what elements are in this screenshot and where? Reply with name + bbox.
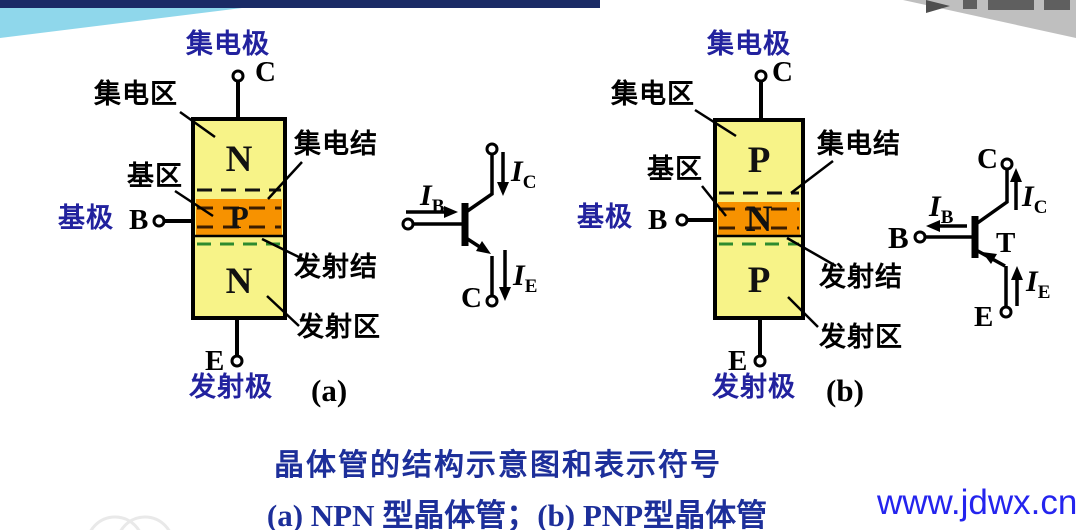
npn-region-letter-emitter: N <box>225 261 253 302</box>
npn-collector-terminal-label: C <box>255 56 276 88</box>
pnp-symbol-base-dot <box>913 230 927 244</box>
npn-ib-label: IB <box>420 179 445 217</box>
npn-base-region-label: 基区 <box>127 161 183 191</box>
pnp-symbol-base-terminal-label: B <box>888 220 909 255</box>
corner-logo <box>903 0 1076 38</box>
npn-emitter-terminal-dot <box>230 354 244 368</box>
npn-symbol-emitter-arrowhead <box>476 241 491 254</box>
npn-base-terminal-dot <box>152 214 166 228</box>
pnp-symbol-emitter-dot <box>999 305 1013 319</box>
npn-emitter-terminal-label: E <box>205 345 225 377</box>
npn-ic-main: I <box>511 155 523 188</box>
pnp-symbol-emitter-arrowhead <box>982 252 997 264</box>
pnp-collector-electrode-label: 集电极 <box>707 29 791 59</box>
npn-ib-main: I <box>420 179 432 212</box>
npn-region-letter-base: P <box>229 199 249 235</box>
pnp-collector-terminal-label: C <box>772 56 793 88</box>
caption-subtitle: (a) NPN 型晶体管；(b) PNP型晶体管 <box>266 498 768 530</box>
npn-base-terminal-label: B <box>129 204 149 236</box>
pnp-emitter-terminal-dot <box>753 354 767 368</box>
npn-emitter-junction-label: 发射结 <box>294 252 378 282</box>
pnp-ib-main: I <box>929 190 941 223</box>
pnp-emitter-region-label: 发射区 <box>819 322 903 352</box>
pnp-emitter-junction-label: 发射结 <box>819 262 903 292</box>
npn-base-region-leader <box>174 189 214 218</box>
npn-collector-region-label: 集电区 <box>94 79 178 109</box>
npn-emitter-junction-leader <box>261 237 308 263</box>
pnp-ic-arrowhead <box>1010 168 1022 182</box>
npn-structure <box>152 69 308 368</box>
pnp-region-letter-base: N <box>745 199 773 240</box>
pnp-base-terminal-label: B <box>648 204 668 236</box>
npn-collector-junction-label: 集电结 <box>294 129 378 159</box>
npn-ie-main: I <box>513 259 525 292</box>
npn-figure-tag: (a) <box>311 373 348 408</box>
npn-collector-electrode-label: 集电极 <box>186 29 270 59</box>
npn-base-electrode-label: 基极 <box>58 203 114 233</box>
npn-collector-terminal-dot <box>231 69 245 83</box>
pnp-emitter-electrode-label: 发射极 <box>712 372 796 402</box>
pnp-ie-sub: E <box>1037 282 1051 303</box>
npn-symbol-bottom-terminal-label: C <box>461 282 482 314</box>
pnp-collector-terminal-dot <box>754 69 768 83</box>
npn-symbol <box>401 142 511 308</box>
pnp-emitter-region-leader <box>787 296 819 328</box>
pnp-ib-arrowhead <box>926 220 940 232</box>
npn-ib-sub: B <box>431 196 445 217</box>
pnp-ie-arrowhead <box>1011 266 1023 280</box>
npn-emitter-region-label: 发射区 <box>297 312 381 342</box>
npn-collector-junction-leader <box>267 161 303 200</box>
top-bar-decoration <box>0 0 600 38</box>
pnp-collector-junction-leader <box>790 160 834 194</box>
pnp-region-letter-emitter: P <box>747 260 771 301</box>
pnp-collector-region-label: 集电区 <box>611 79 695 109</box>
npn-ie-label: IE <box>513 259 538 297</box>
npn-ib-arrowhead <box>444 206 458 218</box>
npn-ic-arrowhead <box>497 182 509 196</box>
pnp-ie-main: I <box>1026 265 1038 298</box>
caption-title: 晶体管的结构示意图和表示符号 <box>274 449 722 482</box>
pnp-ib-label: IB <box>929 190 954 228</box>
pnp-base-terminal-dot <box>675 213 689 227</box>
npn-symbol-emitter-dot <box>485 294 499 308</box>
pnp-emitter-terminal-label: E <box>728 345 748 377</box>
pnp-symbol-collector-terminal-label: C <box>977 143 998 175</box>
pnp-symbol-collector-dot <box>1000 157 1014 171</box>
npn-region-letter-collector: N <box>225 139 253 180</box>
pnp-base-region-label: 基区 <box>647 154 703 184</box>
pnp-symbol-device-label: T <box>996 227 1016 259</box>
watermark-url: www.jdwx.cn <box>877 483 1076 522</box>
pnp-structure <box>675 69 837 368</box>
npn-ic-label: IC <box>511 155 537 193</box>
npn-emitter-electrode-label: 发射极 <box>189 372 273 402</box>
pnp-symbol-collector-wire <box>974 169 1009 226</box>
pnp-collector-region-leader <box>694 108 737 138</box>
pnp-symbol <box>913 157 1023 319</box>
pnp-ic-main: I <box>1022 180 1034 213</box>
pnp-base-region-leader <box>701 185 727 217</box>
pnp-base-electrode-label: 基极 <box>577 202 633 232</box>
npn-symbol-collector-wire <box>465 154 494 214</box>
npn-emitter-region-leader <box>266 295 300 327</box>
npn-ic-sub: C <box>522 172 537 193</box>
npn-symbol-base-dot <box>401 217 415 231</box>
pnp-emitter-junction-leader <box>786 236 837 268</box>
npn-base-band <box>196 199 282 235</box>
npn-ie-sub: E <box>524 276 538 297</box>
pnp-symbol-emitter-terminal-label: E <box>974 301 994 333</box>
pnp-ic-sub: C <box>1033 197 1048 218</box>
pnp-collector-junction-label: 集电结 <box>817 129 901 159</box>
pnp-figure-tag: (b) <box>826 373 864 408</box>
pnp-ie-label: IE <box>1026 265 1051 303</box>
npn-ie-arrowhead <box>499 287 511 301</box>
pnp-ic-label: IC <box>1022 180 1048 218</box>
faint-watermark-circles <box>89 515 171 530</box>
npn-collector-region-leader <box>179 110 216 139</box>
npn-symbol-collector-dot <box>485 142 499 156</box>
pnp-ib-sub: B <box>940 207 954 228</box>
pnp-region-letter-collector: P <box>747 140 771 181</box>
